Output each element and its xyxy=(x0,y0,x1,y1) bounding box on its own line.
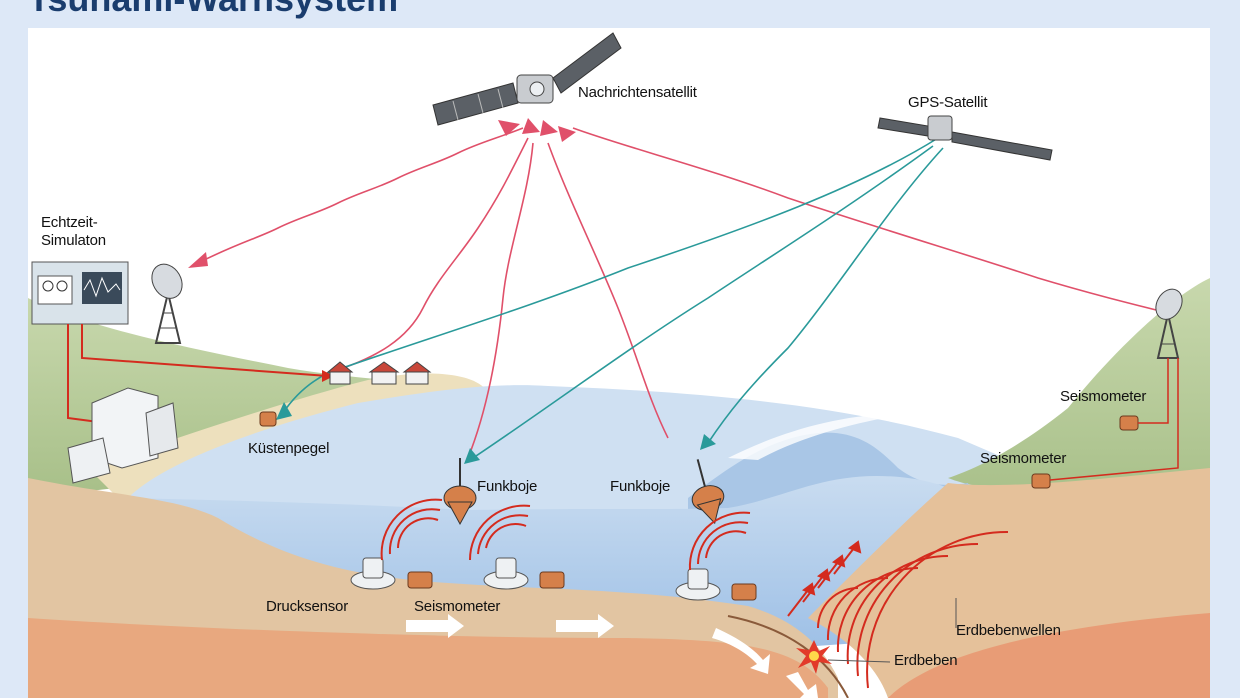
antenna-dish-icon-right xyxy=(1155,288,1183,359)
label-buoy-2: Funkboje xyxy=(610,478,671,495)
diagram-panel: Nachrichtensatellit GPS-Satellit Echtzei… xyxy=(28,28,1210,698)
gps-arrowheads xyxy=(276,402,716,464)
comm-arrowheads xyxy=(188,118,576,268)
page-title: Tsunami-Warnsystem xyxy=(28,0,398,20)
gps-satellite-icon xyxy=(877,115,1053,161)
sensor-wires xyxy=(1049,358,1179,481)
pressure-sensor-icon xyxy=(350,557,721,601)
label-seismic-waves: Erdbebenwellen xyxy=(956,622,1061,639)
tsunami-diagram xyxy=(28,32,1210,698)
antenna-dish-icon xyxy=(151,263,183,344)
signal-to-buoy-2 xyxy=(547,142,669,439)
simulator-console xyxy=(31,261,129,325)
plate-boundary xyxy=(727,615,849,698)
right-hill xyxy=(948,278,1210,508)
label-earthquake: Erdbeben xyxy=(894,652,958,669)
cable-arrow-houses xyxy=(322,370,334,382)
earthquake-pointer xyxy=(827,659,891,663)
label-pressure-sensor: Drucksensor xyxy=(266,598,348,615)
signal-to-station xyxy=(197,127,524,264)
gps-to-buoy-1 xyxy=(472,145,934,459)
label-buoy-1: Funkboje xyxy=(477,478,538,495)
plate-arrows xyxy=(406,614,818,698)
buoy-icon xyxy=(443,458,477,526)
signal-to-tide-gauge xyxy=(327,137,529,374)
mantle xyxy=(28,618,828,698)
signal-to-buoy-1 xyxy=(467,142,534,459)
mantle-right xyxy=(888,613,1210,698)
ocean-water xyxy=(118,475,988,648)
wave-foam xyxy=(728,413,913,460)
seismic-waves xyxy=(817,530,1009,689)
comm-signals xyxy=(197,127,1169,459)
satellite-icon xyxy=(432,32,622,126)
buoy-icon-2 xyxy=(691,459,725,525)
label-seismometer-seafloor: Seismometer xyxy=(414,598,501,615)
sensor-icon xyxy=(259,411,1139,601)
acoustic-waves xyxy=(380,498,751,571)
label-simulator: Echtzeit- Simulaton xyxy=(41,214,106,249)
explosion-icon xyxy=(796,640,832,674)
uplift-arrows xyxy=(787,540,862,617)
terrain xyxy=(28,278,1210,698)
label-tide-gauge: Küstenpegel xyxy=(248,440,330,457)
building-icon xyxy=(67,387,179,484)
signal-to-right-station xyxy=(572,127,1169,314)
gps-to-buoy-2 xyxy=(707,147,944,444)
house-icon xyxy=(326,361,432,385)
label-gps-satellite: GPS-Satellit xyxy=(908,94,988,111)
label-comm-satellite: Nachrichtensatellit xyxy=(578,84,697,101)
label-seismometer-hill-upper: Seismometer xyxy=(1060,388,1147,405)
label-seismometer-hill-lower: Seismometer xyxy=(980,450,1067,467)
